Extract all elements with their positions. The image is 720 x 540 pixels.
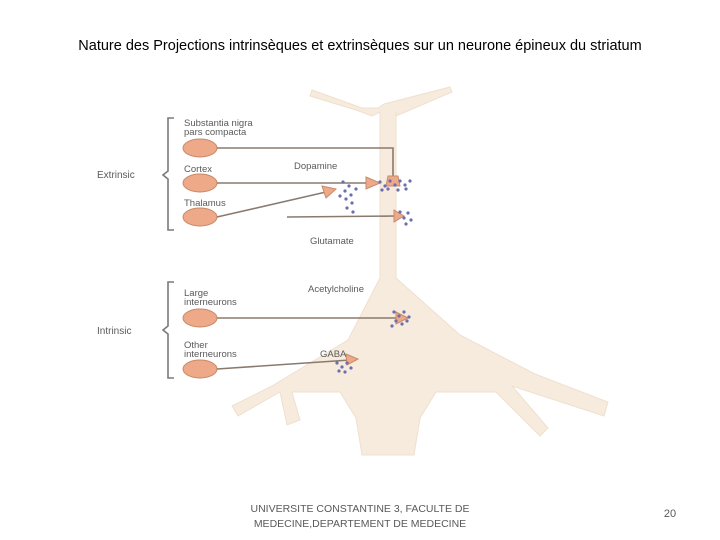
dopamine-terminal bbox=[385, 175, 401, 187]
cortex-label: Cortex bbox=[184, 164, 212, 175]
spiny-neuron-body bbox=[231, 86, 609, 456]
cortex-terminal bbox=[365, 176, 382, 190]
page-number: 20 bbox=[663, 508, 677, 520]
extrinsic-bracket bbox=[161, 117, 174, 231]
gaba-terminal bbox=[345, 353, 360, 366]
footer-line-2: MEDECINE,DEPARTEMENT DE MEDECINE bbox=[253, 518, 467, 530]
gaba-axon bbox=[216, 359, 351, 370]
substantia-nigra-label-line1: Substantia nigra bbox=[184, 118, 253, 129]
large-interneurons-label-line1: Large bbox=[184, 288, 208, 299]
dopamine-label: Dopamine bbox=[294, 161, 337, 172]
other-interneurons-label-line2: interneurons bbox=[184, 349, 237, 360]
thalamus-terminal-1 bbox=[321, 185, 338, 199]
glutamate-label: Glutamate bbox=[310, 236, 354, 247]
intrinsic-label: Intrinsic bbox=[97, 326, 131, 337]
substantia-nigra-label-line2: pars compacta bbox=[184, 127, 247, 138]
thalamus-label: Thalamus bbox=[184, 198, 226, 209]
cortex-cell bbox=[182, 173, 218, 193]
thalamus-cell bbox=[182, 207, 218, 227]
dopamine-vesicles bbox=[378, 179, 412, 192]
extrinsic-label: Extrinsic bbox=[97, 170, 135, 181]
acetylcholine-label: Acetylcholine bbox=[308, 284, 364, 295]
slide-title: Nature des Projections intrinsèques et e… bbox=[78, 38, 642, 54]
dopamine-axon bbox=[217, 147, 394, 178]
footer-line-1: UNIVERSITE CONSTANTINE 3, FACULTE DE bbox=[250, 503, 470, 515]
substantia-nigra-cell bbox=[182, 138, 218, 158]
large-interneuron-cell bbox=[182, 308, 218, 328]
glutamate-vesicles bbox=[338, 180, 413, 226]
gaba-vesicles bbox=[335, 361, 353, 374]
acetylcholine-vesicles bbox=[390, 310, 411, 328]
footer: UNIVERSITE CONSTANTINE 3, FACULTE DE MED… bbox=[250, 502, 470, 532]
thalamus-axon-1 bbox=[216, 191, 327, 218]
gaba-label: GABA bbox=[320, 349, 347, 360]
large-interneurons-label-line2: interneurons bbox=[184, 297, 237, 308]
other-interneurons-label-line1: Other bbox=[184, 340, 208, 351]
intrinsic-bracket bbox=[161, 281, 174, 379]
other-interneuron-cell bbox=[182, 359, 218, 379]
thalamus-axon-2 bbox=[286, 215, 397, 218]
